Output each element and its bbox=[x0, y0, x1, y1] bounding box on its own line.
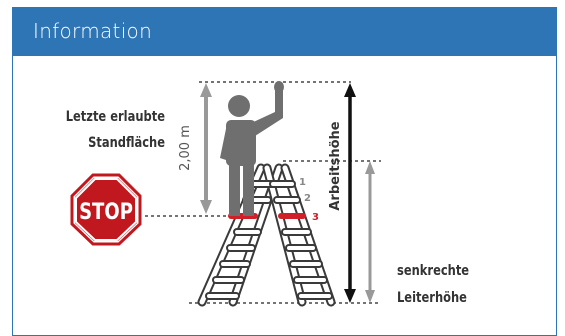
ladder-height-label-line1: senkrechte bbox=[397, 263, 469, 279]
two-meter-arrow bbox=[200, 83, 212, 214]
working-height-arrow bbox=[344, 83, 356, 303]
panel-header: Information bbox=[13, 8, 556, 56]
last-step-label-line1: Letzte erlaubte bbox=[66, 109, 166, 125]
panel-title: Information bbox=[33, 19, 153, 43]
two-meter-label: 2,00 m bbox=[178, 125, 193, 171]
step-ladder bbox=[197, 163, 336, 307]
stop-sign: STOP bbox=[70, 173, 142, 246]
ladder-height-label-line2: Leiterhöhe bbox=[397, 290, 467, 306]
last-step-label-line2: Standfläche bbox=[88, 135, 165, 151]
step-number-1: 1 bbox=[299, 177, 306, 188]
ladder-illustration: Letzte erlaubte Standfläche STOP 2,00 m bbox=[66, 81, 469, 307]
working-height-label: Arbeitshöhe bbox=[328, 121, 343, 210]
information-panel: Information Letzte erlaubte Standfläche … bbox=[12, 7, 557, 336]
worker-figure bbox=[220, 81, 284, 216]
stop-sign-text: STOP bbox=[79, 198, 133, 224]
ladder-height-arrow bbox=[365, 161, 375, 303]
step-number-2: 2 bbox=[304, 193, 311, 204]
step-number-3: 3 bbox=[312, 212, 319, 223]
